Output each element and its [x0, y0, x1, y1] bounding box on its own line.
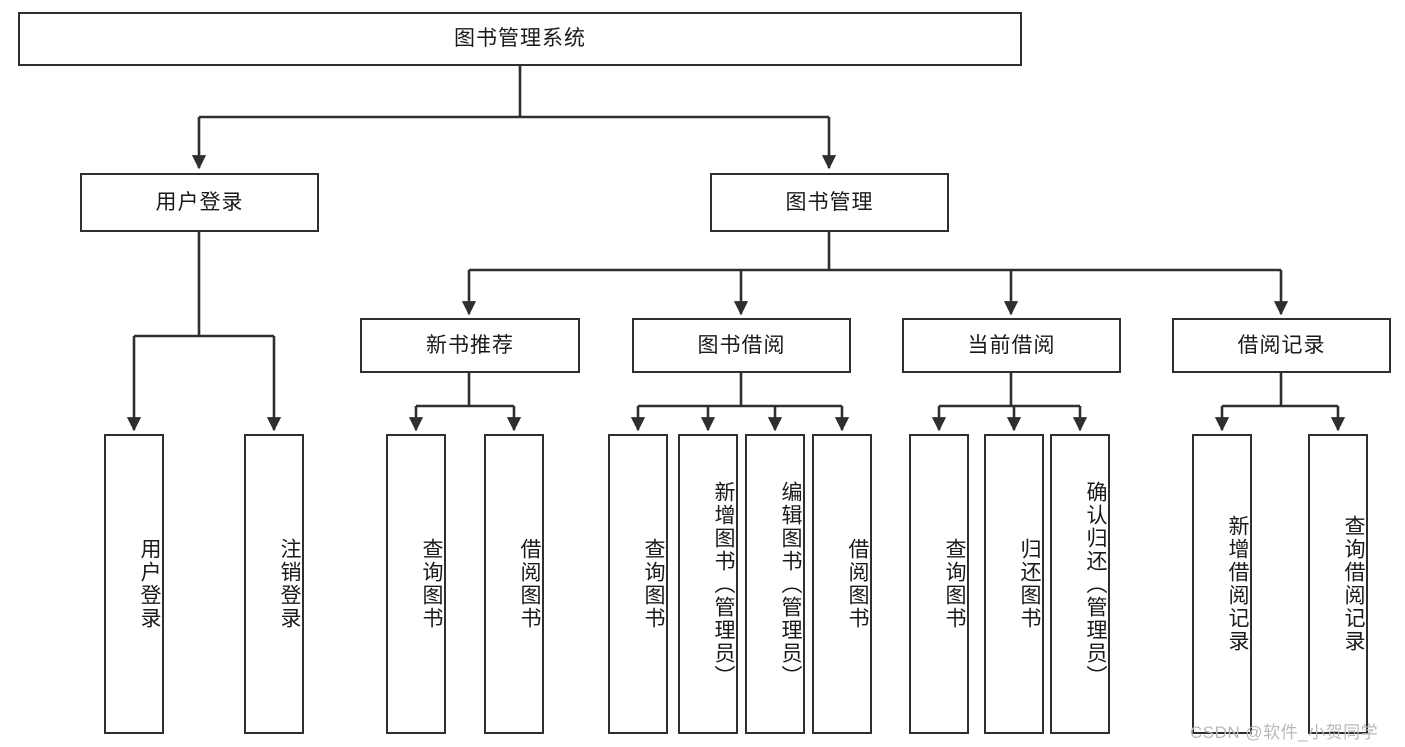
node-user-login[interactable]: 用户登录: [80, 173, 319, 232]
leaf-edit-book-admin[interactable]: 编辑图书（管理员）: [745, 434, 805, 734]
leaf-query-book-new-label: 查询图书: [420, 538, 443, 630]
leaf-logout[interactable]: 注销登录: [244, 434, 304, 734]
leaf-user-login-label: 用户登录: [138, 538, 161, 630]
leaf-query-borrow-record[interactable]: 查询借阅记录: [1308, 434, 1368, 734]
node-book-borrow[interactable]: 图书借阅: [632, 318, 851, 373]
leaf-add-book-admin[interactable]: 新增图书（管理员）: [678, 434, 738, 734]
leaf-query-book-current[interactable]: 查询图书: [909, 434, 969, 734]
node-borrow-record-label: 借阅记录: [1237, 333, 1326, 357]
leaf-borrow-book-new-label: 借阅图书: [518, 538, 541, 630]
leaf-add-borrow-record-label: 新增借阅记录: [1226, 515, 1249, 653]
leaf-return-book[interactable]: 归还图书: [984, 434, 1044, 734]
node-root-label: 图书管理系统: [454, 27, 586, 51]
node-book-borrow-label: 图书借阅: [697, 333, 786, 357]
leaf-query-book-borrow[interactable]: 查询图书: [608, 434, 668, 734]
node-user-login-label: 用户登录: [155, 190, 244, 214]
node-current-borrow-label: 当前借阅: [967, 333, 1056, 357]
leaf-query-book-borrow-label: 查询图书: [642, 538, 665, 630]
leaf-edit-book-admin-label: 编辑图书（管理员）: [779, 480, 802, 688]
leaf-return-book-label: 归还图书: [1018, 538, 1041, 630]
leaf-query-book-new[interactable]: 查询图书: [386, 434, 446, 734]
node-book-management-label: 图书管理: [785, 190, 874, 214]
node-root[interactable]: 图书管理系统: [18, 12, 1022, 66]
leaf-add-borrow-record[interactable]: 新增借阅记录: [1192, 434, 1252, 734]
leaf-borrow-book-new[interactable]: 借阅图书: [484, 434, 544, 734]
leaf-user-login[interactable]: 用户登录: [104, 434, 164, 734]
leaf-add-book-admin-label: 新增图书（管理员）: [712, 480, 735, 688]
node-new-book-recommend[interactable]: 新书推荐: [360, 318, 580, 373]
leaf-query-borrow-record-label: 查询借阅记录: [1342, 515, 1365, 653]
leaf-query-book-current-label: 查询图书: [943, 538, 966, 630]
node-current-borrow[interactable]: 当前借阅: [902, 318, 1121, 373]
node-new-book-recommend-label: 新书推荐: [426, 333, 514, 357]
node-book-management[interactable]: 图书管理: [710, 173, 949, 232]
leaf-borrow-book[interactable]: 借阅图书: [812, 434, 872, 734]
leaf-borrow-book-label: 借阅图书: [846, 538, 869, 630]
leaf-confirm-return-admin-label: 确认归还（管理员）: [1084, 480, 1107, 688]
leaf-confirm-return-admin[interactable]: 确认归还（管理员）: [1050, 434, 1110, 734]
leaf-logout-label: 注销登录: [278, 538, 301, 630]
node-borrow-record[interactable]: 借阅记录: [1172, 318, 1391, 373]
